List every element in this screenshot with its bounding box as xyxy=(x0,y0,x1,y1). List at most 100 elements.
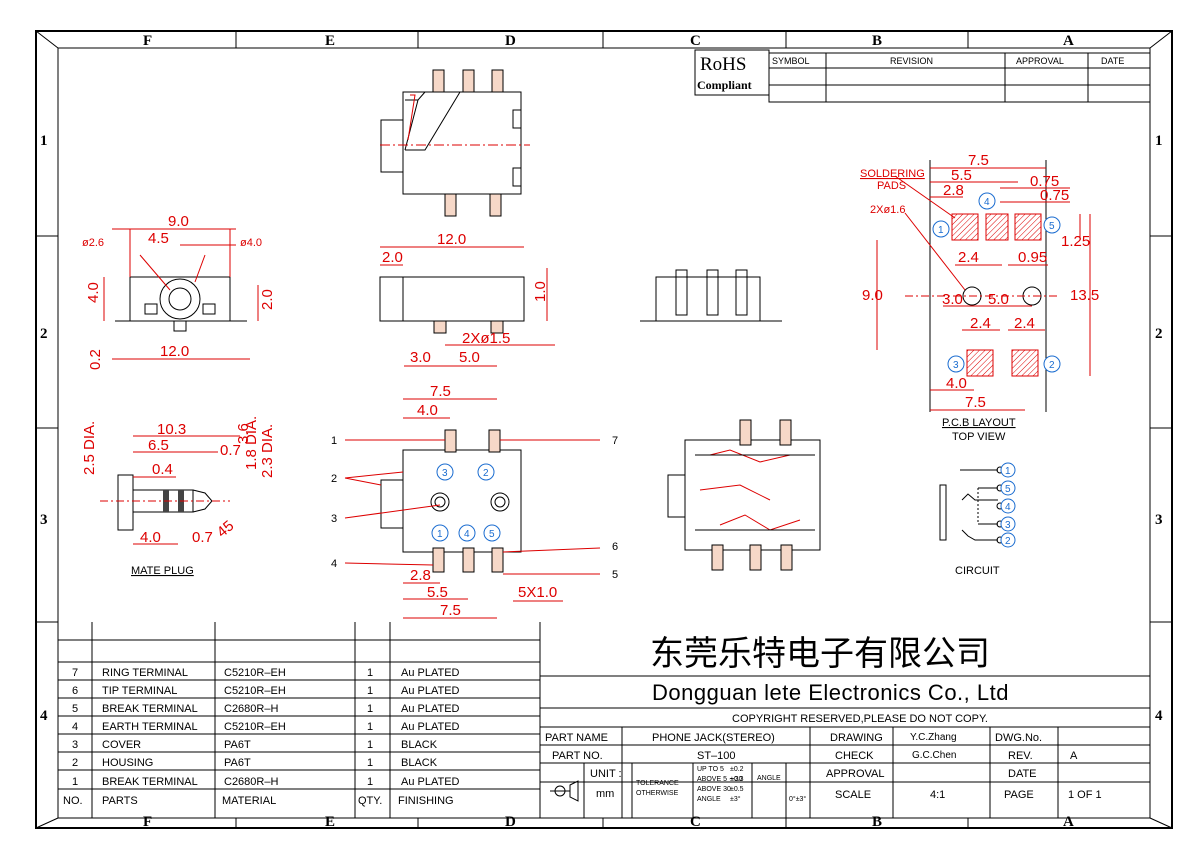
plug-dim-10-3: 10.3 xyxy=(157,421,186,438)
leader-2: 2 xyxy=(331,473,337,485)
zone-top-e: E xyxy=(325,33,335,49)
front-dim-12: 12.0 xyxy=(160,343,189,360)
circuit-pin-2: 2 xyxy=(1005,536,1011,547)
leader-4: 4 xyxy=(331,558,337,570)
side-dim-5: 5.0 xyxy=(459,349,480,366)
bom-cell-material: PA6T xyxy=(224,757,251,769)
tol-val-1: ±0.2 xyxy=(730,766,744,773)
bom-cell-qty: 1 xyxy=(367,667,373,679)
top-view xyxy=(380,69,530,217)
company-name-en: Dongguan lete Electronics Co., Ltd xyxy=(652,680,1009,705)
rohs-compliant: Compliant xyxy=(697,78,752,92)
bottom-pin-3: 3 xyxy=(442,468,448,479)
zone-top-b: B xyxy=(872,33,882,49)
rev-approval-header: APPROVAL xyxy=(1016,56,1064,66)
company-name-cn: 东莞乐特电子有限公司 xyxy=(650,634,990,674)
bom-cell-finish: Au PLATED xyxy=(401,703,460,715)
pcb-hole-label: 2Xø1.6 xyxy=(870,204,905,216)
sheet-border xyxy=(35,30,1173,829)
circuit-pin-3: 3 xyxy=(1005,520,1011,531)
check-value: G.C.Chen xyxy=(912,750,956,761)
bom-header-parts: PARTS xyxy=(102,795,138,807)
zone-top-a: A xyxy=(1063,33,1074,49)
bottom-dim-5x1: 5X1.0 xyxy=(518,584,557,601)
otherwise-label: OTHERWISE xyxy=(636,790,679,797)
tol-range-4: ANGLE xyxy=(697,796,721,803)
drawing-label: DRAWING xyxy=(830,732,883,744)
bottom-dim-5-5: 5.5 xyxy=(427,584,448,601)
rev-date-header: DATE xyxy=(1101,56,1124,66)
scale-value: 4:1 xyxy=(930,789,945,801)
pcb-caption: P.C.B LAYOUT xyxy=(942,417,1016,429)
bom-cell-qty: 1 xyxy=(367,685,373,697)
mate-plug: 10.3 6.5 0.4 0.7 2.5 DIA. 1.8 DIA. 2.3 D… xyxy=(81,416,276,577)
pcb-dim-0-75a: 0.75 xyxy=(1030,173,1059,190)
bom-cell-qty: 1 xyxy=(367,776,373,788)
zone-left-1: 1 xyxy=(40,133,48,149)
bottom-pin-4: 4 xyxy=(464,529,470,540)
drawing-value: Y.C.Zhang xyxy=(910,732,957,743)
zone-right-2: 2 xyxy=(1155,326,1163,342)
pcb-dim-4: 4.0 xyxy=(946,375,967,392)
bom-cell-material: PA6T xyxy=(224,739,251,751)
bom-cell-part: TIP TERMINAL xyxy=(102,685,177,697)
zone-right-3: 3 xyxy=(1155,512,1163,528)
rev-symbol-header: SYMBOL xyxy=(772,56,810,66)
zone-right-1: 1 xyxy=(1155,133,1163,149)
pcb-dim-5: 5.0 xyxy=(988,291,1009,308)
part-name-value: PHONE JACK(STEREO) xyxy=(652,732,775,744)
front-dim-9: 9.0 xyxy=(168,213,189,230)
side-dim-holes: 2Xø1.5 xyxy=(462,330,510,347)
plug-dim-1-8-dia: 1.8 DIA. xyxy=(243,416,260,470)
rev-revision-header: REVISION xyxy=(890,56,933,66)
bom-cell-no: 1 xyxy=(72,776,78,788)
pcb-pin-2: 2 xyxy=(1049,360,1055,371)
bom-cell-finish: BLACK xyxy=(401,757,438,769)
bom-cell-part: EARTH TERMINAL xyxy=(102,721,198,733)
pcb-subcaption: TOP VIEW xyxy=(952,431,1006,443)
side-dim-3: 3.0 xyxy=(410,349,431,366)
revision-table: SYMBOL REVISION APPROVAL DATE xyxy=(768,52,1151,103)
pcb-dim-0-95: 0.95 xyxy=(1018,249,1047,266)
side-dim-2: 2.0 xyxy=(382,249,403,266)
bom-cell-part: HOUSING xyxy=(102,757,153,769)
bom-cell-material: C2680R–H xyxy=(224,776,278,788)
angle-value: 0°±3° xyxy=(789,795,806,803)
bom-cell-finish: Au PLATED xyxy=(401,667,460,679)
rev-label: REV. xyxy=(1008,750,1033,762)
tol-range-2: ABOVE 5 ∼30 xyxy=(697,776,743,783)
pcb-dim-13-5: 13.5 xyxy=(1070,287,1099,304)
dwg-no-label: DWG.No. xyxy=(995,732,1042,744)
bottom-view: 7.5 4.0 2.8 5.5 7.5 5X1.0 1 2 3 4 5 6 7 … xyxy=(331,383,618,619)
side-view: 12.0 2.0 1.0 2Xø1.5 3.0 5.0 xyxy=(379,231,555,367)
bom-header-qty: QTY. xyxy=(358,795,382,807)
plug-dim-2-3-dia: 2.3 DIA. xyxy=(259,424,276,478)
side-dim-12: 12.0 xyxy=(437,231,466,248)
bom-cell-no: 5 xyxy=(72,703,78,715)
rohs-title: RoHS xyxy=(700,54,746,75)
bottom-pin-1: 1 xyxy=(437,529,443,540)
leader-5: 5 xyxy=(612,569,618,581)
pcb-pin-3: 3 xyxy=(953,360,959,371)
part-name-label: PART NAME xyxy=(545,732,608,744)
bottom-pin-2: 2 xyxy=(483,468,489,479)
circuit-pin-1: 1 xyxy=(1005,466,1011,477)
bom-cell-material: C5210R–EH xyxy=(224,721,286,733)
pcb-pin-4: 4 xyxy=(984,197,990,208)
bom-cell-qty: 1 xyxy=(367,721,373,733)
tol-range-3: ABOVE 30 xyxy=(697,786,731,793)
page-value: 1 OF 1 xyxy=(1068,789,1102,801)
plug-dim-0-4: 0.4 xyxy=(152,461,173,478)
zone-top-d: D xyxy=(505,33,516,49)
zone-right-4: 4 xyxy=(1155,708,1163,724)
zone-left-4: 4 xyxy=(40,708,48,724)
front-view: 9.0 4.5 ø2.6 ø4.0 4.0 2.0 0.2 12.0 xyxy=(82,213,276,370)
date-label: DATE xyxy=(1008,768,1037,780)
plug-dim-3-6: 3.6 xyxy=(235,423,252,444)
title-block xyxy=(540,675,1150,818)
pcb-dim-7-5a: 7.5 xyxy=(968,152,989,169)
bom-cell-qty: 1 xyxy=(367,739,373,751)
bom-cell-finish: BLACK xyxy=(401,739,438,751)
zone-top-c: C xyxy=(690,33,701,49)
